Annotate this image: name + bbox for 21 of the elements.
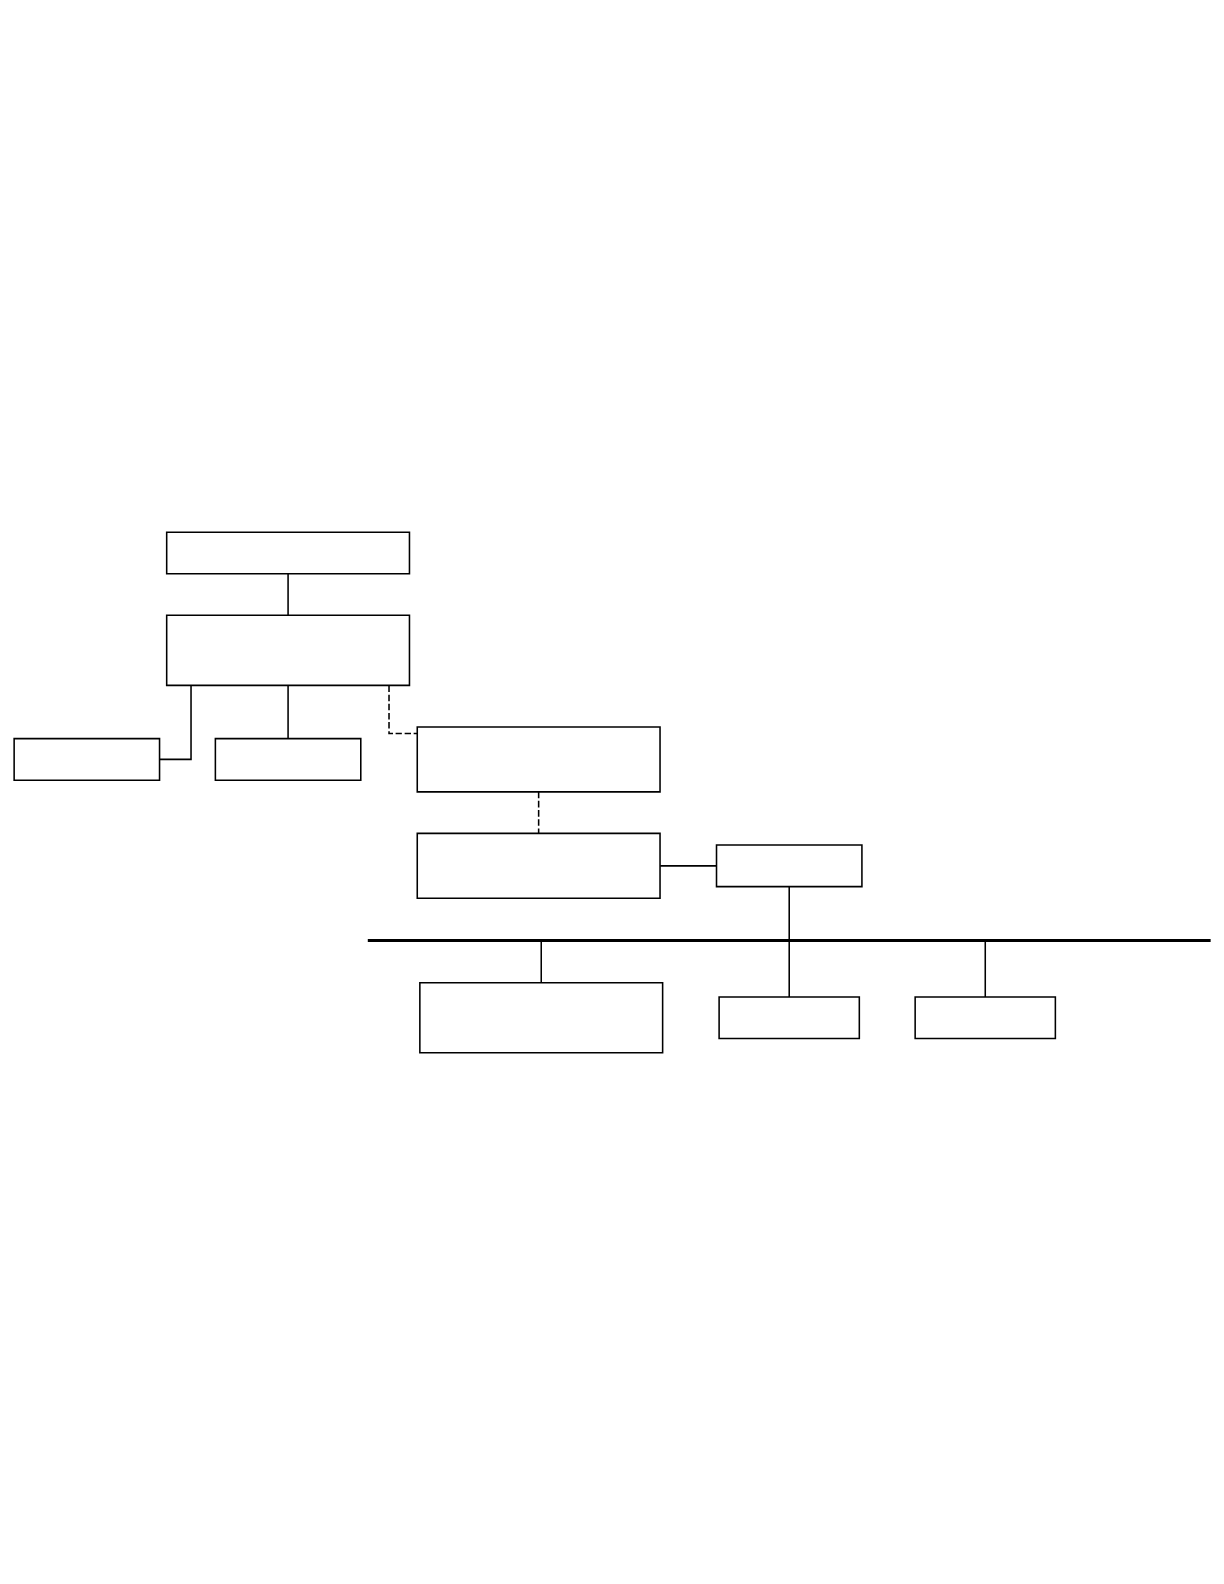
node-box bbox=[718, 995, 861, 1039]
node-box bbox=[416, 725, 661, 793]
connector bbox=[159, 684, 192, 760]
connector bbox=[984, 940, 987, 998]
node-box bbox=[165, 530, 411, 574]
node-box bbox=[914, 995, 1057, 1039]
node-box bbox=[715, 843, 863, 887]
connector bbox=[388, 684, 418, 734]
connector bbox=[788, 885, 790, 940]
node-bar bbox=[367, 938, 1211, 942]
connector bbox=[287, 684, 289, 739]
connector bbox=[788, 940, 790, 998]
connector bbox=[540, 940, 542, 983]
connector bbox=[659, 864, 718, 867]
node-box bbox=[13, 737, 161, 781]
connector bbox=[537, 790, 540, 834]
node-box bbox=[419, 981, 664, 1054]
node-box bbox=[416, 832, 661, 899]
connector bbox=[287, 572, 289, 616]
node-box bbox=[214, 737, 362, 781]
node-box bbox=[165, 614, 411, 686]
